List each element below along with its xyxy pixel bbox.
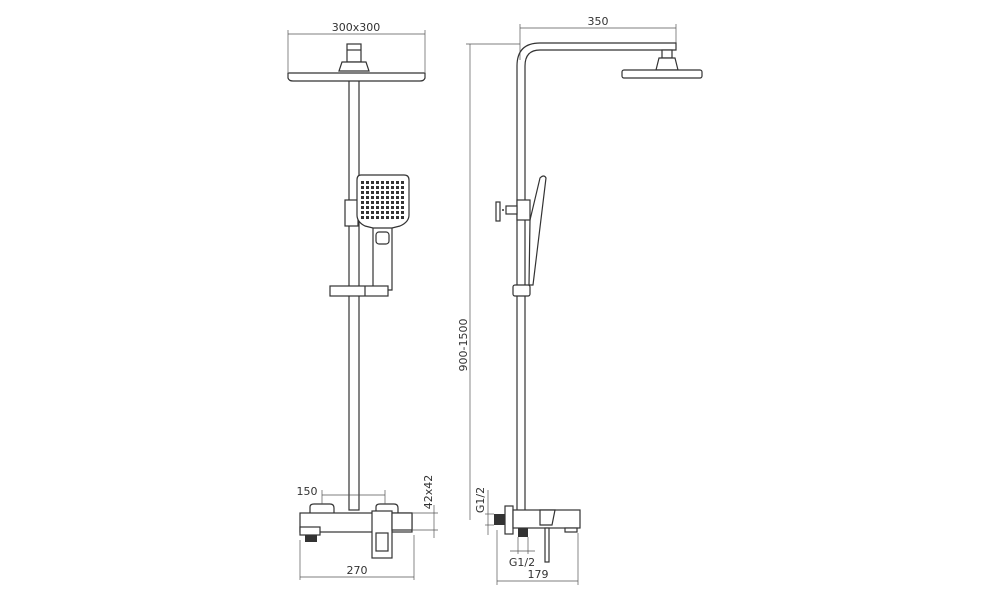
- dimension-inlet-thread: G1/2: [474, 487, 494, 535]
- dimension-mixer-depth: 179: [496, 530, 579, 585]
- riser-arm: [516, 42, 677, 512]
- dim-width-label: 270: [347, 564, 368, 577]
- dim-section-label: 42x42: [422, 475, 435, 510]
- front-view: 300x300: [287, 21, 438, 580]
- dimension-arm-length: 350: [519, 15, 677, 60]
- dimension-height: 900-1500: [457, 43, 520, 520]
- dim-inlet-label: 150: [297, 485, 318, 498]
- hand-shower-side: [495, 175, 547, 286]
- dimension-mixer-width: 270: [299, 535, 415, 580]
- dim-inlet-thread-label: G1/2: [474, 487, 487, 513]
- dim-head-label: 300x300: [332, 21, 381, 34]
- dimension-head-size: 300x300: [287, 21, 426, 72]
- mixer-front: [299, 503, 413, 559]
- dimension-mixer-section: 42x42: [412, 475, 438, 538]
- rain-shower-head-side: [621, 49, 703, 79]
- dim-outlet-thread-label: G1/2: [509, 556, 535, 569]
- mixer-side: [494, 505, 581, 563]
- dim-arm-label: 350: [588, 15, 609, 28]
- side-view: 350 900-1500: [457, 15, 703, 585]
- slide-holder: [329, 285, 389, 297]
- dimension-inlet-spacing: 150: [297, 485, 386, 504]
- dim-depth-label: 179: [528, 568, 549, 581]
- rain-shower-head: [287, 43, 426, 82]
- hand-shower-bracket: [344, 199, 359, 227]
- dimension-outlet-thread: G1/2: [509, 537, 535, 569]
- slide-holder-side: [512, 284, 531, 297]
- dim-height-label: 900-1500: [457, 319, 470, 372]
